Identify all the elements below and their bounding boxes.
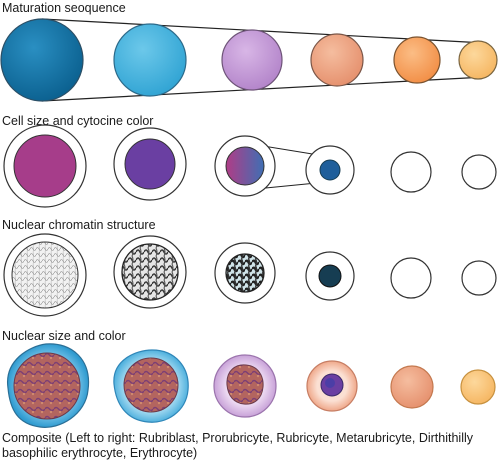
metarubricyte-nucleus-core [325,378,335,388]
metarubricyte-pyknotic-nucleus [318,264,342,288]
caption-line-2: basophilic erythrocyte, Erythrocyte) [2,446,198,460]
maturation-diagram [0,18,498,428]
row-label-maturation: Maturation seoquence [2,1,126,15]
prorubricyte-composite-nucleus [123,357,179,413]
rubricyte-cell [221,29,283,91]
rubriblast-nucleus [13,134,77,198]
caption-line-1: Composite (Left to right: Rubriblast, Pr… [2,431,473,445]
rubriblast-cell [0,18,84,102]
figure-caption: Composite (Left to right: Rubriblast, Pr… [2,431,498,461]
rubricyte-chromatin [225,253,265,293]
rubricyte-nucleus [225,146,265,186]
prorubricyte-nucleus [124,138,176,190]
erythrocyte-composite [460,369,496,405]
rubriblast-composite-nucleus [13,352,81,420]
metarubricyte-nucleus [319,159,341,181]
polychromatophilic-chromatin-outline [390,257,432,299]
row-chromatin [3,233,497,317]
polychromatophilic-cell [393,36,441,84]
row-label-chromatin: Nuclear chromatin structure [2,218,156,232]
erythrocyte-chromatin-outline [461,260,497,296]
row-label-nuclear-size: Nuclear size and color [2,329,126,343]
row-maturation-sequence [0,18,498,102]
prorubricyte-chromatin [121,243,179,301]
prorubricyte-cell [113,23,187,97]
erythrocyte-cell [458,40,498,80]
metarubricyte-cell [310,33,364,87]
rubricyte-composite-nucleus [226,364,264,405]
polychromatophilic-composite [390,365,434,409]
rubriblast-chromatin [11,241,79,309]
row-cell-size [3,124,497,208]
erythrocyte-outline [461,154,497,190]
polychromatophilic-outline [390,151,432,193]
row-composite [7,343,496,428]
row-label-cell-size: Cell size and cytocine color [2,114,154,128]
